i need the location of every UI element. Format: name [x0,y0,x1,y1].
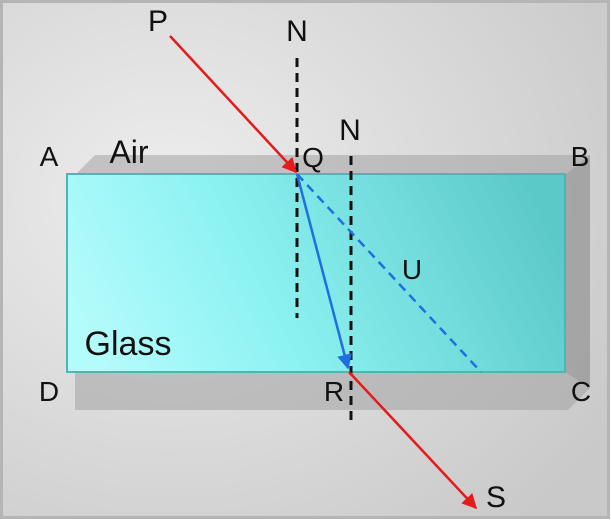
label-u: U [402,254,422,285]
label-glass: Glass [85,325,172,363]
label-air: Air [109,134,148,170]
undeviated-ray-u [296,173,482,373]
label-b: B [571,141,590,172]
emergent-ray-rs [348,371,478,510]
glass-block [66,173,566,373]
incident-ray-pq [169,35,298,174]
label-q: Q [302,142,324,173]
label-normal-top: N [286,15,308,48]
label-c: C [571,376,591,407]
block-side-shadow [565,155,590,388]
refracted-ray-qr [295,173,352,370]
label-s: S [486,481,506,514]
label-p: P [148,5,168,38]
label-a: A [40,141,59,172]
label-r: R [324,376,344,407]
label-normal-mid: N [339,114,361,147]
label-d: D [39,376,59,407]
